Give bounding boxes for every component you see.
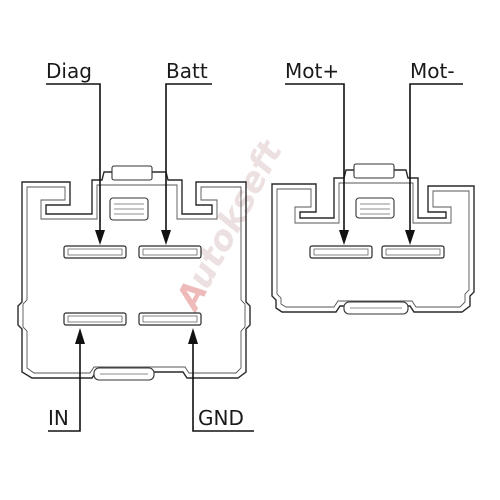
motor-top-latch [353, 163, 395, 219]
motor-bottom-latch [343, 301, 409, 315]
pin-label-in: IN [48, 406, 69, 430]
motor-latch-window [355, 197, 395, 219]
signal-housing-inner-outline [22, 184, 246, 374]
signal-connector-housing [17, 165, 251, 381]
leader-gnd [188, 328, 254, 432]
pin-label-diag: Diag [46, 59, 92, 83]
motor-housing-outline [271, 169, 475, 313]
leader-mot-plus [285, 83, 349, 245]
pin-label-mot-plus: Mot+ [285, 59, 339, 83]
pin-label-batt: Batt [166, 59, 208, 83]
signal-top-latch [109, 165, 153, 221]
leader-diag [46, 83, 105, 245]
signal-latch-top-tab [111, 165, 153, 181]
motor-connector-housing [271, 163, 475, 315]
motor-housing-inner-outline [276, 182, 470, 308]
leader-batt [161, 83, 212, 245]
motor-latch-top-tab [353, 163, 395, 179]
watermark-logo: A utokseft [167, 133, 291, 319]
signal-housing-outline [17, 171, 251, 379]
leader-in [48, 328, 85, 432]
leader-mot-minus [405, 83, 463, 245]
signal-terminal-gnd [138, 312, 202, 326]
motor-terminal-plus [309, 245, 373, 259]
signal-bottom-latch [93, 367, 155, 381]
signal-terminal-in [63, 312, 127, 326]
signal-terminal-batt [138, 245, 202, 259]
pin-label-gnd: GND [198, 406, 244, 430]
motor-terminal-minus [381, 245, 445, 259]
signal-terminal-diag [63, 245, 127, 259]
pin-label-mot-minus: Mot- [410, 59, 455, 83]
